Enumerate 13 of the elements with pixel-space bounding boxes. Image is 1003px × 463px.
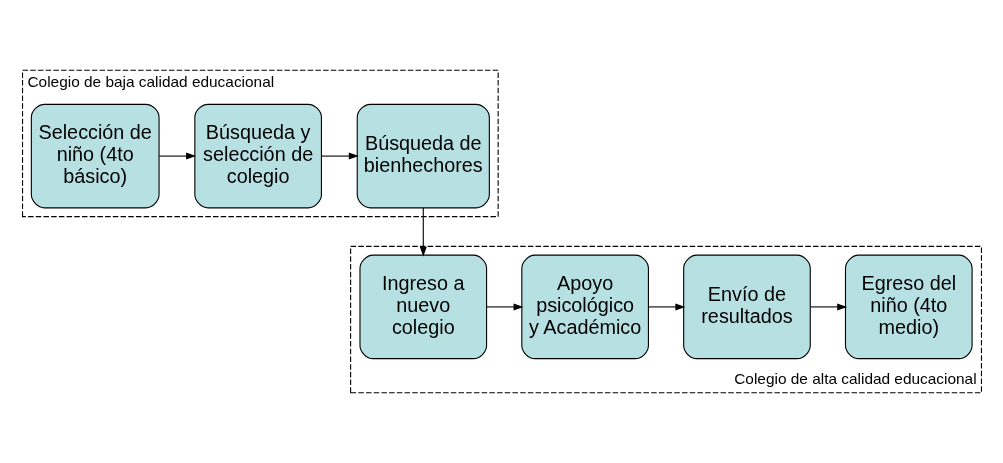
node-box: Egreso del niño (4to medio): [844, 254, 973, 360]
arrow: [485, 303, 523, 311]
arrow: [320, 152, 359, 160]
node-box: Selección de niño (4to básico): [30, 103, 160, 209]
node-box: Envío de resultados: [682, 254, 811, 360]
node-box: Apoyo psicológico y Académico: [520, 254, 649, 360]
node-box: Búsqueda y selección de colegio: [193, 103, 322, 209]
arrow: [158, 152, 196, 160]
node-box: Ingreso a nuevo colegio: [358, 254, 487, 360]
arrow: [647, 303, 685, 311]
arrow: [809, 303, 847, 311]
node-box: Búsqueda de bienhechores: [356, 103, 490, 209]
arrow: [419, 207, 427, 257]
